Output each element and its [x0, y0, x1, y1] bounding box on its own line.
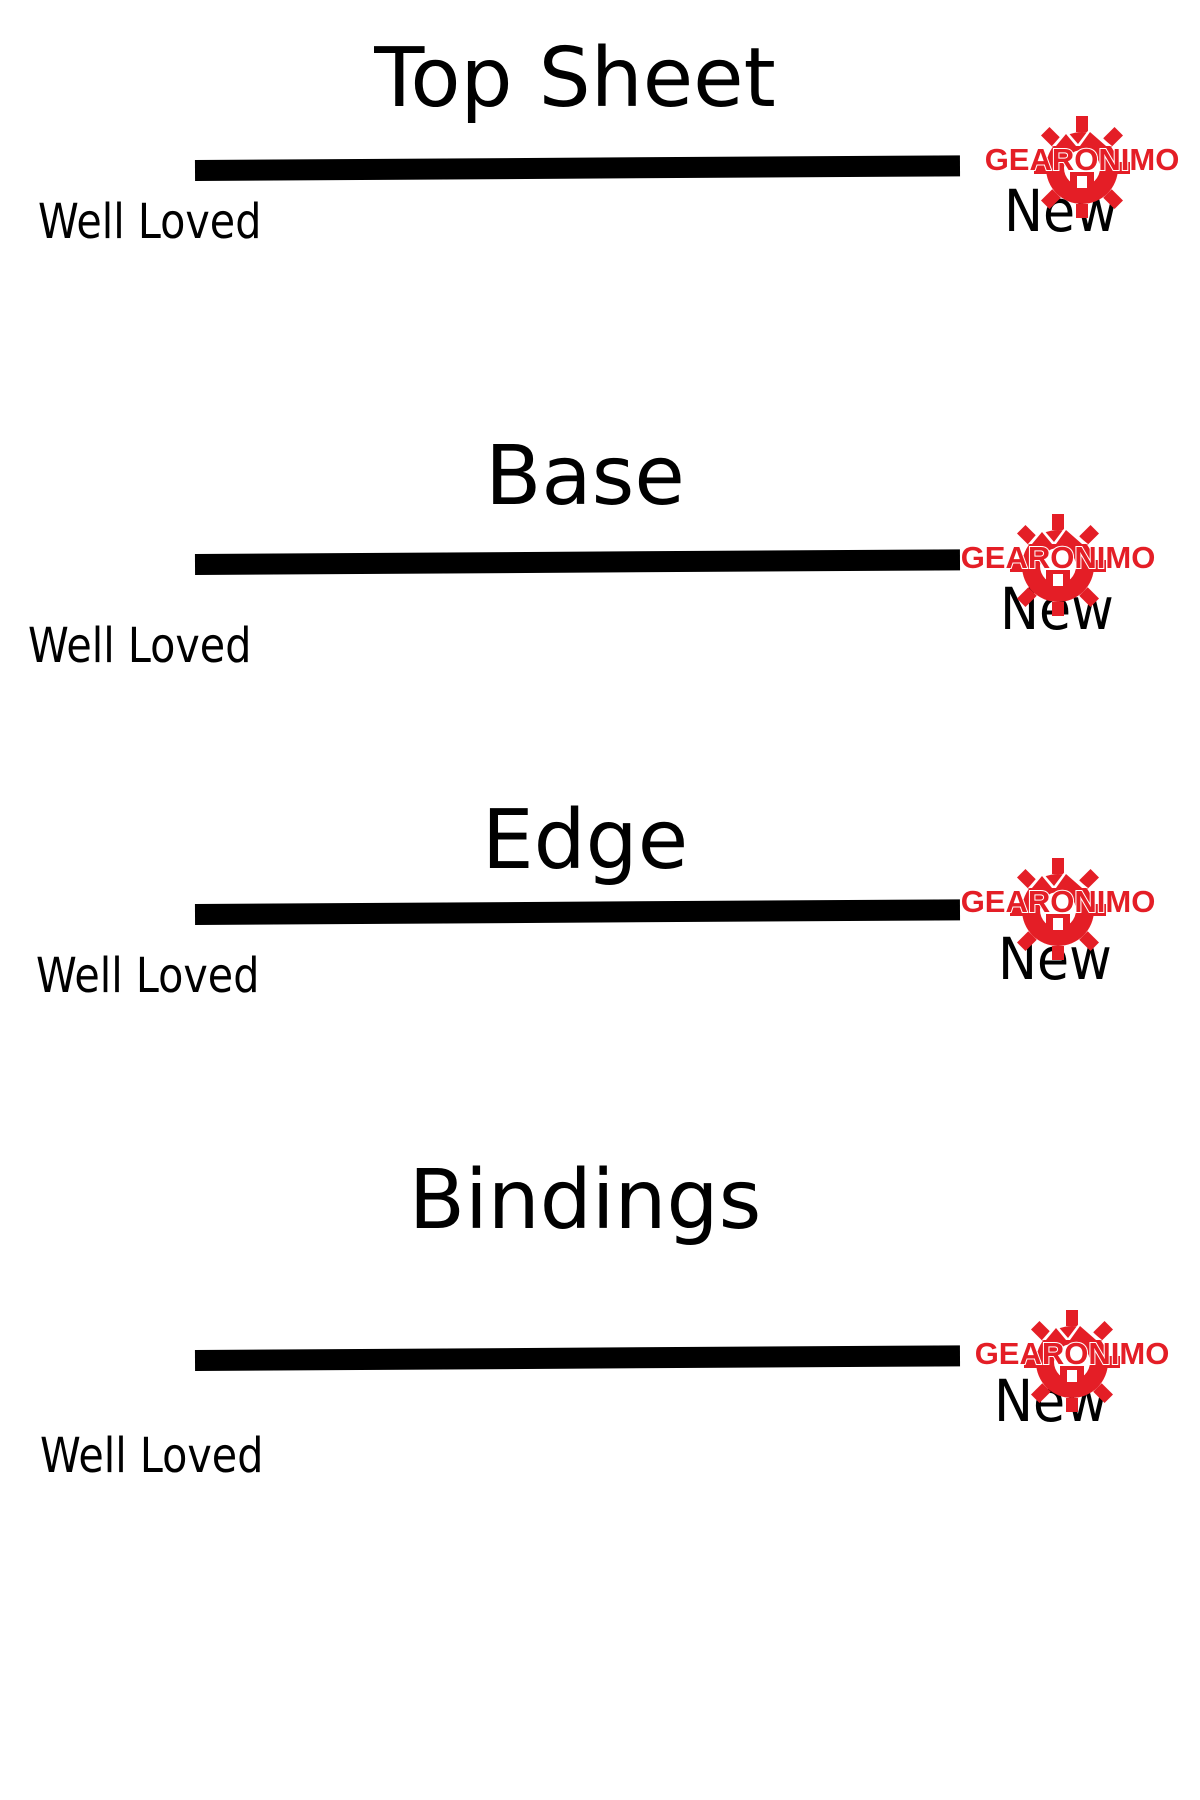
- rating-scale-line: [194, 1345, 961, 1371]
- gear-icon: [1010, 514, 1106, 616]
- section-title: Base: [485, 429, 685, 524]
- scale-min-label: Well Loved: [38, 194, 262, 250]
- section-top-sheet: Top Sheet Well Loved GEARONIMO New: [0, 0, 1200, 400]
- scale-min-label: Well Loved: [36, 948, 260, 1004]
- section-title: Edge: [481, 793, 689, 888]
- gearonimo-logo: GEARONIMO: [982, 110, 1182, 220]
- logo-wordmark: GEARONIMO: [974, 1336, 1171, 1371]
- gearonimo-logo: GEARONIMO: [958, 852, 1158, 962]
- gear-icon: [1010, 858, 1106, 960]
- logo-wordmark: GEARONIMO: [960, 540, 1157, 575]
- section-edge: Edge Well Loved GEARONIMO New: [0, 800, 1200, 1200]
- scale-min-label: Well Loved: [28, 618, 252, 674]
- rating-scale-line: [194, 155, 961, 181]
- logo-wordmark: GEARONIMO: [984, 142, 1181, 177]
- section-bindings: Bindings Well Loved GEARONIMO New: [0, 1150, 1200, 1550]
- section-title: Top Sheet: [374, 31, 776, 126]
- gear-icon: [1034, 116, 1130, 218]
- gearonimo-logo: GEARONIMO: [958, 508, 1158, 618]
- rating-scale-line: [194, 899, 961, 925]
- section-title: Bindings: [408, 1153, 762, 1248]
- gear-icon: [1024, 1310, 1120, 1412]
- gearonimo-logo: GEARONIMO: [972, 1304, 1172, 1414]
- rating-scale-line: [194, 549, 961, 575]
- logo-wordmark: GEARONIMO: [960, 884, 1157, 919]
- section-base: Base Well Loved GEARONIMO New: [0, 400, 1200, 800]
- scale-min-label: Well Loved: [40, 1428, 264, 1484]
